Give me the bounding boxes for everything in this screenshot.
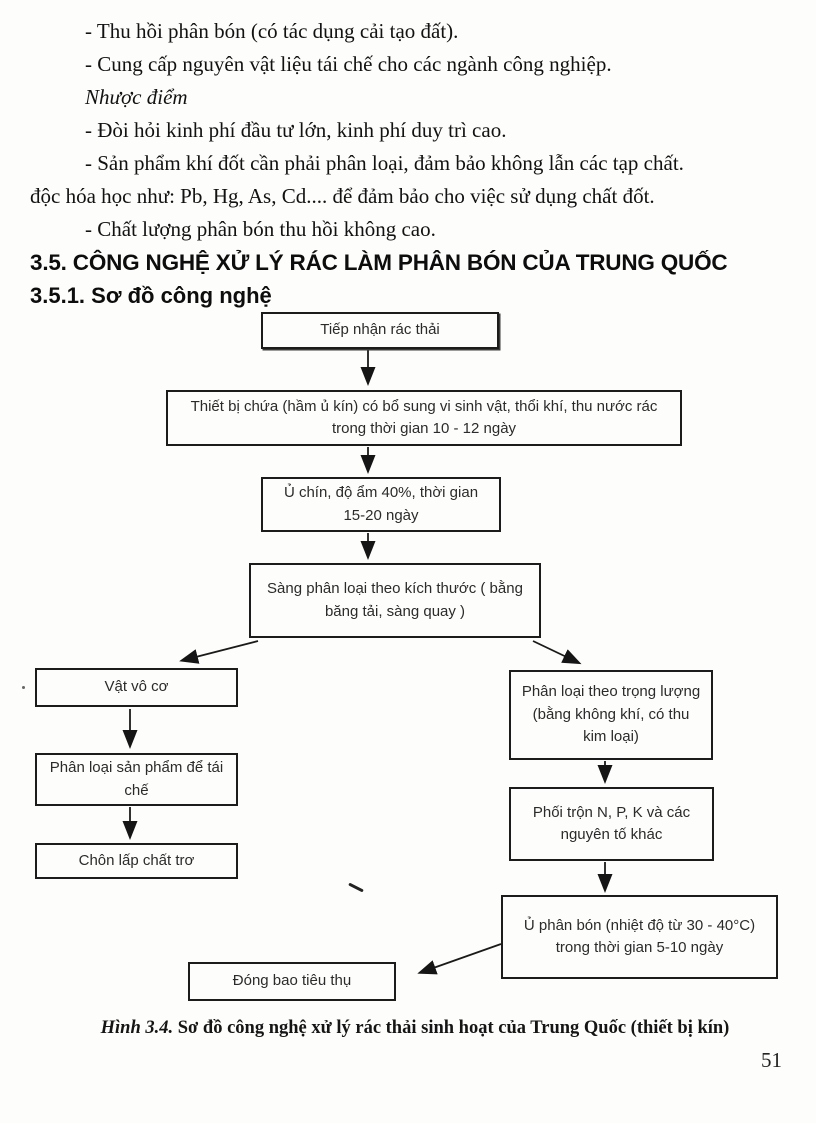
node-mix-npk: Phối trộn N, P, K và các nguyên tố khác bbox=[509, 787, 714, 861]
body-line: độc hóa học như: Pb, Hg, As, Cd.... để đ… bbox=[30, 184, 655, 208]
body-line: - Thu hồi phân bón (có tác dụng cải tạo … bbox=[85, 19, 459, 43]
stray-scan-mark bbox=[348, 882, 364, 893]
subsection-label-nhuoc-diem: Nhược điểm bbox=[85, 85, 188, 109]
stray-scan-dot bbox=[22, 686, 25, 689]
node-pack-for-sale: Đóng bao tiêu thụ bbox=[188, 962, 396, 1001]
body-line: - Cung cấp nguyên vật liệu tái chế cho c… bbox=[85, 52, 612, 76]
node-size-screening: Sàng phân loại theo kích thước ( bằng bă… bbox=[249, 563, 541, 638]
node-classify-by-weight: Phân loại theo trọng lượng (bằng không k… bbox=[509, 670, 713, 760]
arrow-screen-to-inorganic bbox=[179, 640, 259, 664]
node-inorganic-matter: Vật vô cơ bbox=[35, 668, 238, 707]
body-line: - Đòi hỏi kinh phí đầu tư lớn, kinh phí … bbox=[85, 118, 507, 142]
node-ripening: Ủ chín, độ ẩm 40%, thời gian 15-20 ngày bbox=[261, 477, 501, 532]
node-bury-inert-matter: Chôn lấp chất trơ bbox=[35, 843, 238, 879]
body-line: - Sản phẩm khí đốt cần phải phân loại, đ… bbox=[85, 151, 684, 175]
figure-caption-label: Hình 3.4. bbox=[100, 1018, 174, 1038]
section-heading: 3.5. CÔNG NGHỆ XỬ LÝ RÁC LÀM PHÂN BÓN CỦ… bbox=[30, 250, 728, 275]
figure-caption-text: Sơ đồ công nghệ xử lý rác thải sinh hoạt… bbox=[173, 1018, 730, 1038]
body-line: - Chất lượng phân bón thu hồi không cao. bbox=[85, 217, 436, 241]
arrow-compost-to-pack bbox=[417, 943, 502, 975]
arrow-screen-to-classify-weight bbox=[532, 640, 582, 665]
node-containment-equipment: Thiết bị chứa (hầm ủ kín) có bổ sung vi … bbox=[166, 390, 682, 446]
page-number: 51 bbox=[761, 1048, 782, 1072]
subsection-heading: 3.5.1. Sơ đồ công nghệ bbox=[30, 283, 272, 308]
node-receive-waste: Tiếp nhận rác thải bbox=[261, 312, 499, 349]
body-text-block: - Thu hồi phân bón (có tác dụng cải tạo … bbox=[30, 15, 790, 313]
node-classify-for-recycling: Phân loại sản phẩm để tái chế bbox=[35, 753, 238, 806]
node-compost-fertilizer: Ủ phân bón (nhiệt độ từ 30 - 40°C) trong… bbox=[501, 895, 778, 979]
figure-caption: Hình 3.4. Sơ đồ công nghệ xử lý rác thải… bbox=[50, 1014, 780, 1042]
